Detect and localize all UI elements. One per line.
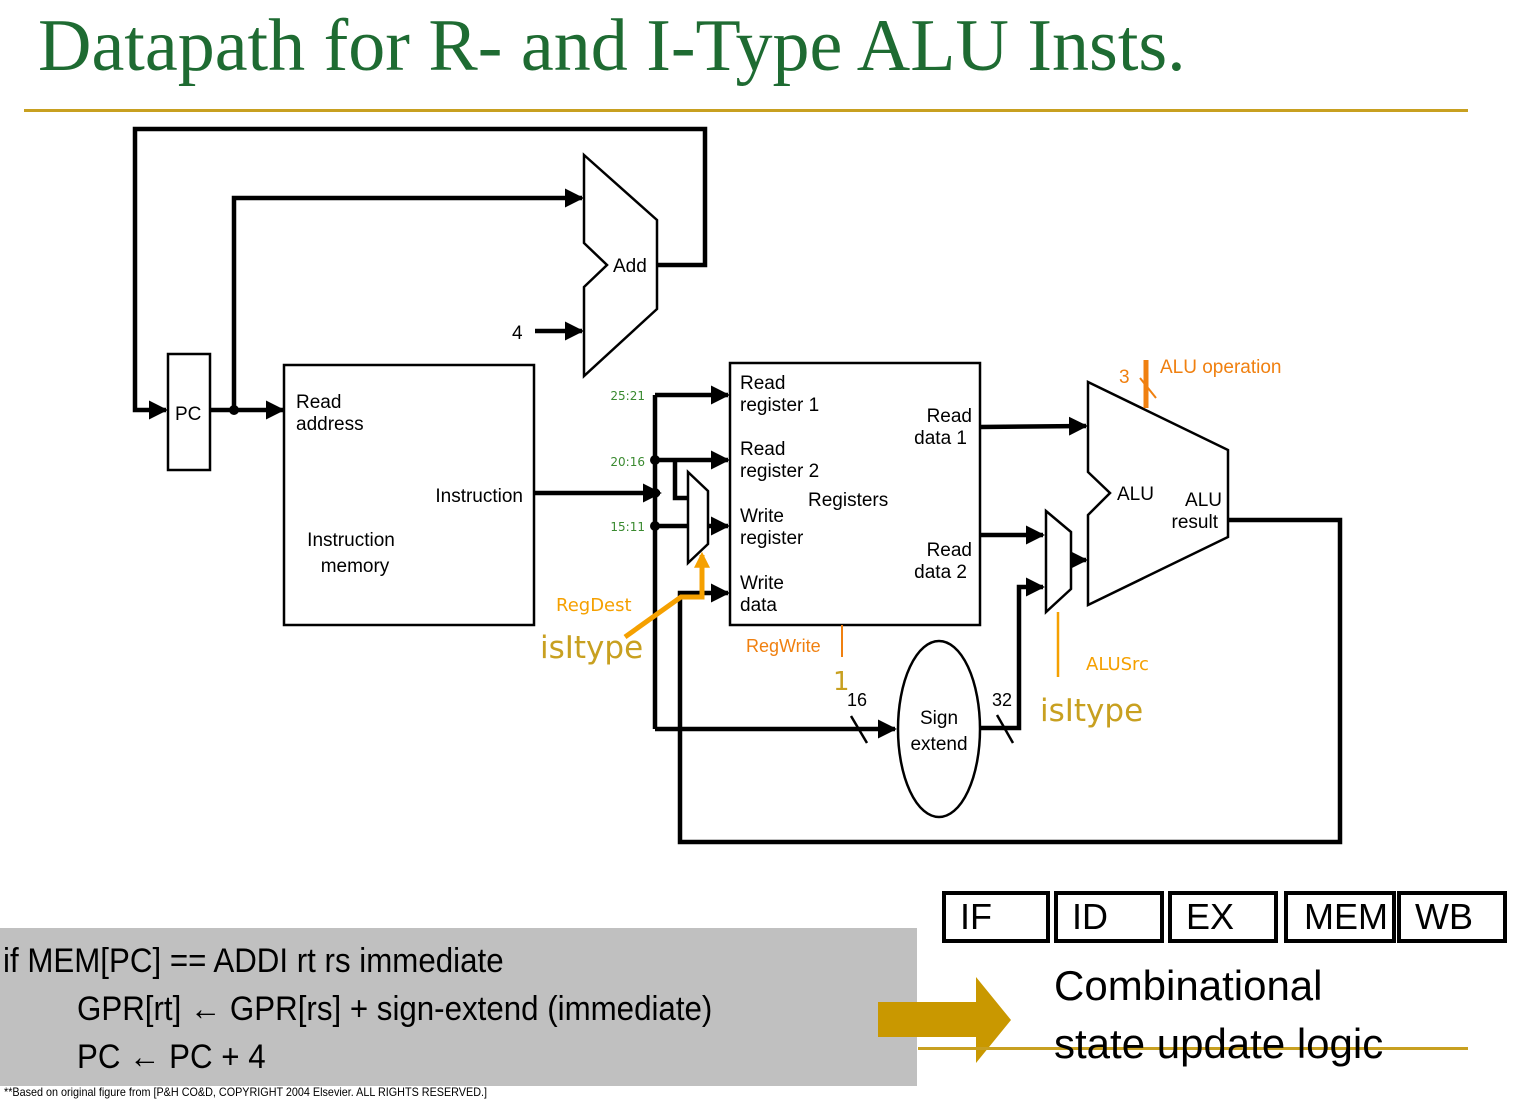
stage-mem: MEM	[1284, 891, 1396, 943]
rf-read-data2-b: data 2	[914, 562, 967, 583]
slide-title: Datapath for R- and I-Type ALU Insts.	[38, 5, 1186, 87]
constant-four: 4	[512, 323, 523, 344]
bitfield-25-21: 25:21	[610, 389, 645, 403]
stage-if: IF	[942, 891, 1050, 943]
rf-write-data-b: data	[740, 595, 777, 616]
imem-read-address-2: address	[296, 414, 364, 435]
alu-result-a: ALU	[1185, 490, 1222, 511]
bitfield-15-11: 15:11	[610, 520, 645, 534]
pc-register	[166, 352, 212, 472]
stage-wb: WB	[1397, 891, 1507, 943]
imem-read-address-1: Read	[296, 392, 341, 413]
stage-ex: EX	[1168, 891, 1278, 943]
regdest-signal	[623, 551, 711, 640]
wire-rd1	[979, 416, 1088, 436]
aluop-label: ALU operation	[1160, 357, 1281, 378]
rf-write-reg-b: register	[740, 528, 804, 549]
imem-name-1: Instruction	[307, 530, 395, 551]
rf-name: Registers	[808, 490, 888, 511]
junction-rd	[650, 521, 660, 531]
rf-read-data1-a: Read	[927, 406, 972, 427]
regdest-value: isItype	[540, 630, 643, 666]
adder	[582, 152, 659, 379]
sign-extend-label-2: extend	[910, 734, 967, 755]
bus-slash-16	[849, 715, 869, 744]
wire-sext-out	[981, 577, 1045, 731]
title-divider	[24, 109, 1468, 112]
rf-write-data-a: Write	[740, 573, 784, 594]
aluop-width: 3	[1119, 367, 1130, 388]
rf-read-data1-b: data 1	[914, 428, 967, 449]
alusrc-value: isItype	[1040, 693, 1143, 729]
rf-read-data2-a: Read	[927, 540, 972, 561]
right-arrow-icon	[878, 977, 1011, 1063]
rf-read-reg2-a: Read	[740, 439, 785, 460]
pc-label: PC	[175, 404, 201, 425]
sign-extend-label-1: Sign	[920, 708, 958, 729]
junction-instr	[650, 488, 660, 498]
regdst-mux	[686, 469, 710, 566]
junction-rt	[650, 455, 660, 465]
rf-read-reg1-a: Read	[740, 373, 785, 394]
wire-rt-to-mux	[672, 460, 688, 501]
alu-result-b: result	[1172, 512, 1219, 533]
bus-width-32: 32	[992, 690, 1012, 710]
bottom-divider	[918, 1047, 1468, 1050]
imem-name-2: memory	[321, 556, 390, 577]
alusrc-label: ALUSrc	[1086, 654, 1149, 675]
sign-extend-unit	[896, 639, 982, 819]
regwrite-label: RegWrite	[746, 636, 821, 656]
alu-label: ALU	[1117, 484, 1154, 505]
imem-instruction-out: Instruction	[435, 486, 523, 507]
wire-pc-to-adder	[231, 188, 584, 410]
pseudocode-box: if MEM[PC] == ADDI rt rs immediate GPR[r…	[0, 928, 917, 1086]
pseudocode-line-1: if MEM[PC] == ADDI rt rs immediate	[3, 942, 504, 980]
rf-read-reg2-b: register 2	[740, 461, 819, 482]
alu	[1086, 380, 1230, 607]
wire-writeback	[677, 517, 1343, 845]
bus-slash-32	[995, 714, 1015, 744]
regdest-label: RegDest	[556, 595, 632, 616]
alusrc-mux	[1044, 508, 1073, 615]
pseudocode-line-2: GPR[rt] ← GPR[rs] + sign-extend (immedia…	[77, 990, 713, 1028]
pseudocode-line-3: PC ← PC + 4	[77, 1038, 266, 1076]
footnote: **Based on original figure from [P&H CO&…	[4, 1085, 487, 1099]
caption-line-2: state update logic	[1054, 1020, 1384, 1067]
bitfield-20-16: 20:16	[610, 455, 645, 469]
register-file	[728, 361, 982, 627]
wire-pc-next	[132, 126, 708, 420]
stage-id: ID	[1054, 891, 1164, 943]
regwrite-value: 1	[833, 667, 850, 697]
junction-pc	[229, 405, 239, 415]
rf-write-reg-a: Write	[740, 506, 784, 527]
rf-read-reg1-b: register 1	[740, 395, 819, 416]
bus-width-16: 16	[847, 690, 867, 710]
aluop-bus-slash	[1139, 377, 1157, 399]
instruction-memory	[282, 363, 536, 627]
adder-label: Add	[613, 256, 647, 277]
caption-line-1: Combinational	[1054, 962, 1323, 1009]
